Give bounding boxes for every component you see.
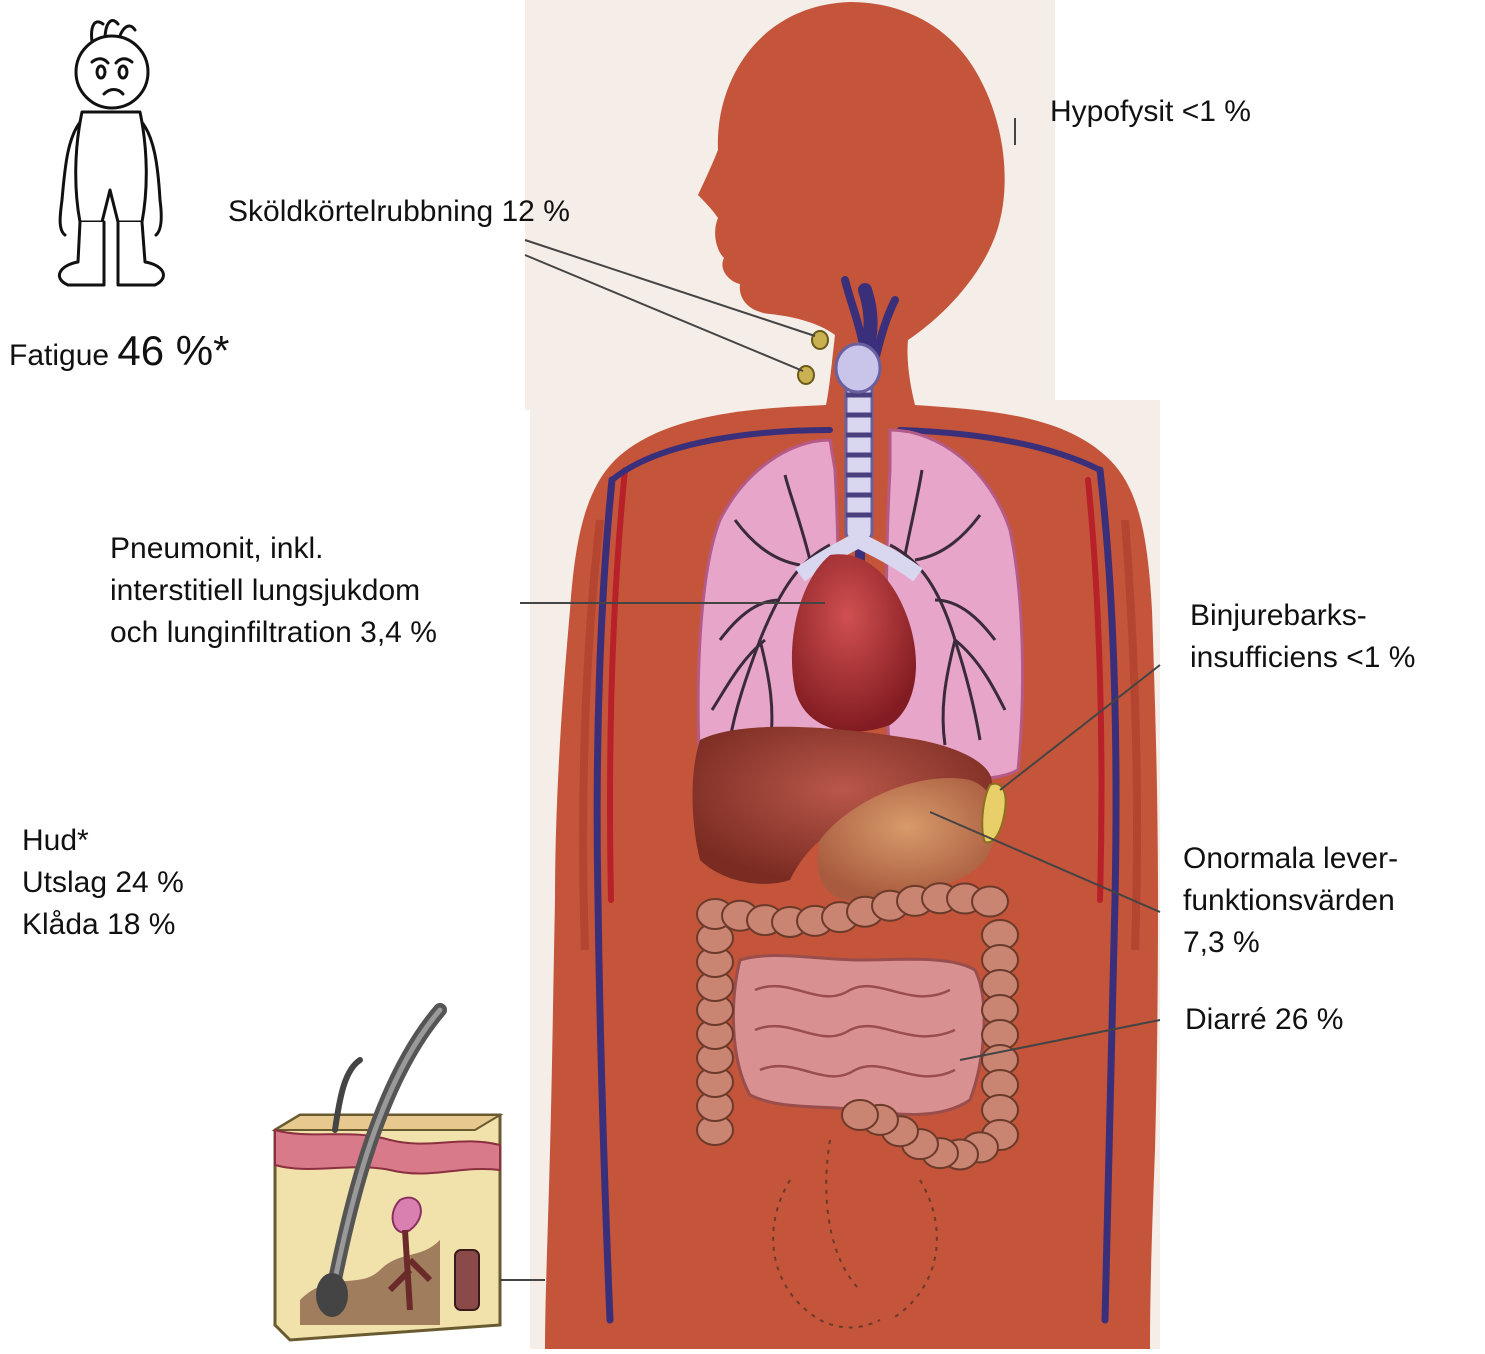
adrenal-line-2: insufficiens <1 % <box>1190 637 1415 679</box>
pituitary-label: Hypofysit <1 % <box>1050 91 1251 133</box>
liver-line-3: 7,3 % <box>1183 922 1398 964</box>
skin-line-2: Utslag 24 % <box>22 862 184 904</box>
liver-line-1: Onormala lever- <box>1183 838 1398 880</box>
adrenal-label: Binjurebarks- insufficiens <1 % <box>1190 595 1415 679</box>
liver-label: Onormala lever- funktionsvärden 7,3 % <box>1183 838 1398 964</box>
liver-line-2: funktionsvärden <box>1183 880 1398 922</box>
colon-segment <box>972 887 1008 917</box>
tired-person-icon <box>59 21 163 285</box>
diarrhea-label: Diarré 26 % <box>1185 999 1343 1041</box>
skin-line-1: Hud* <box>22 820 184 862</box>
skin-label: Hud* Utslag 24 % Klåda 18 % <box>22 820 184 946</box>
pneumonitis-line-2: interstitiell lungsjukdom <box>110 570 437 612</box>
skin-line-3: Klåda 18 % <box>22 904 184 946</box>
pneumonitis-label: Pneumonit, inkl. interstitiell lungsjukd… <box>110 528 437 654</box>
pneumonitis-line-1: Pneumonit, inkl. <box>110 528 437 570</box>
adrenal-line-1: Binjurebarks- <box>1190 595 1415 637</box>
skin-cross-section-icon <box>268 978 545 1340</box>
small-intestine <box>733 956 984 1115</box>
fatigue-text: Fatigue <box>9 339 109 372</box>
fatigue-value: 46 %* <box>117 327 229 374</box>
thyroid-label: Sköldkörtelrubbning 12 % <box>228 191 570 233</box>
fatigue-label: Fatigue 46 %* <box>9 330 230 377</box>
colon-segment <box>842 1100 878 1130</box>
pneumonitis-line-3: och lunginfiltration 3,4 % <box>110 612 437 654</box>
